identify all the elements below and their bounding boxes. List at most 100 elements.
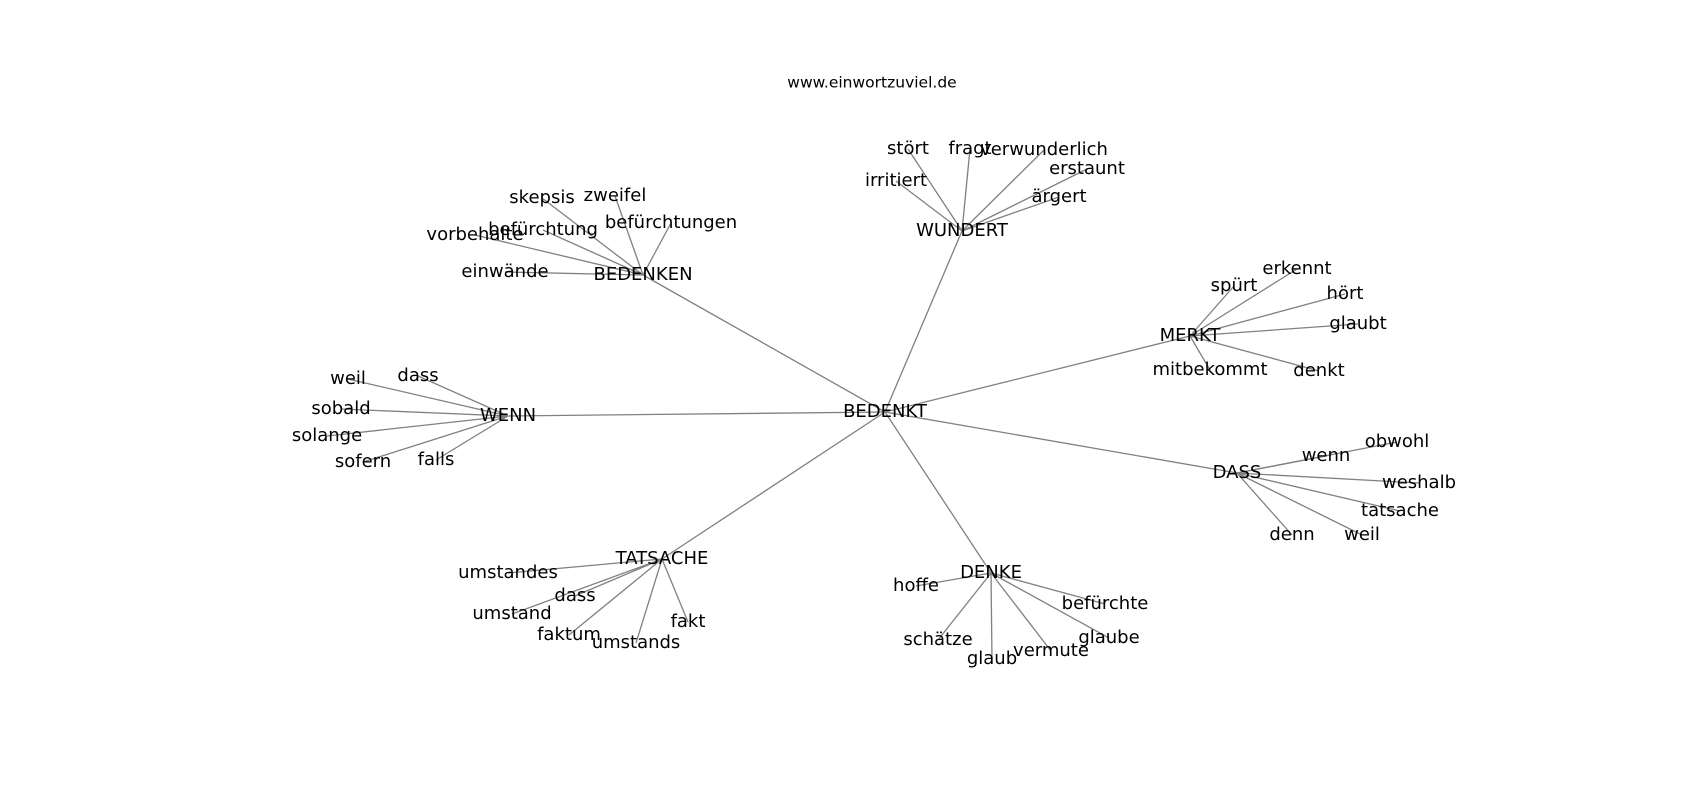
hub-node-label: TATSACHE (615, 548, 709, 569)
edge-denke-6-schaetze-4 (937, 572, 992, 641)
edge-root-wundert-0 (884, 230, 963, 413)
leaf-node-label: einwände (461, 261, 548, 282)
leaf-node-label: umstands (592, 632, 681, 653)
edge-tatsache-5-dass-1 (574, 558, 663, 597)
edge-merkt-2-denkt-5 (1189, 335, 1320, 372)
edges-layer (326, 148, 1420, 660)
leaf-node-label: irritiert (865, 170, 927, 191)
leaf-node-label: dass (397, 365, 438, 386)
edge-bedenken-1-einwaende-5 (504, 271, 644, 276)
edge-root-wenn-3 (507, 411, 886, 417)
leaf-node-label: denkt (1293, 360, 1344, 381)
leaf-node-label: spürt (1211, 275, 1258, 296)
leaf-node-label: vorbehalte (426, 224, 523, 245)
edge-wenn-3-weil-0 (347, 378, 509, 417)
leaf-node-label: befürchte (1062, 593, 1149, 614)
edge-merkt-2-mitbekommt-4 (1189, 335, 1211, 371)
edge-wenn-3-solange-3 (326, 415, 509, 437)
leaf-node-label: wenn (1302, 445, 1351, 466)
leaf-node-label: skepsis (509, 187, 574, 208)
edge-wundert-0-verwunderlich-2 (961, 149, 1045, 232)
labels-layer: www.einwortzuviel.de BEDENKT WUNDERT stört… (292, 74, 1456, 670)
edge-dass-4-wenn-1 (1236, 455, 1327, 474)
edge-denke-6-vermute-3 (990, 572, 1052, 652)
leaf-node-label: schätze (903, 629, 972, 650)
leaf-node-label: glaubt (1329, 313, 1386, 334)
leaf-node-label: stört (887, 138, 929, 159)
leaf-node-label: erstaunt (1049, 158, 1125, 179)
edge-merkt-2-erkennt-0 (1189, 268, 1298, 337)
edge-wenn-3-falls-5 (435, 415, 509, 461)
leaf-node-label: umstandes (458, 562, 558, 583)
leaf-node-label: befürchtung (488, 219, 598, 240)
leaf-node-label: weil (330, 368, 366, 389)
leaf-node-label: mitbekommt (1152, 359, 1267, 380)
leaf-node-label: hoffe (893, 575, 939, 596)
hub-node-label: DENKE (960, 562, 1022, 583)
edge-root-dass-4 (884, 411, 1238, 474)
edge-wenn-3-dass-1 (417, 375, 509, 417)
edge-wenn-3-sobald-2 (340, 408, 509, 417)
edge-dass-4-weshalb-2 (1236, 472, 1420, 484)
edge-tatsache-5-fakt-5 (661, 558, 689, 623)
edge-tatsache-5-umstand-2 (511, 558, 663, 615)
edge-wundert-0-irritiert-4 (895, 180, 963, 232)
leaf-node-label: denn (1269, 524, 1314, 545)
edge-dass-4-weil-5 (1236, 472, 1363, 536)
edge-root-bedenken-1 (642, 274, 886, 413)
leaf-node-label: hört (1327, 283, 1364, 304)
edge-dass-4-tatsache-3 (1236, 472, 1401, 512)
edge-wundert-0-aergert-5 (961, 196, 1060, 232)
leaf-node-label: ärgert (1031, 186, 1086, 207)
leaf-node-label: tatsache (1361, 500, 1439, 521)
hub-node-label: WUNDERT (916, 220, 1009, 241)
edge-denke-6-glaube-2 (990, 572, 1110, 639)
leaf-node-label: sobald (311, 398, 370, 419)
leaf-node-label: glaub (967, 648, 1017, 669)
edge-denke-6-glaub-5 (990, 572, 993, 660)
leaf-node-label: weil (1344, 524, 1380, 545)
edge-wundert-0-stoert-0 (907, 148, 963, 232)
leaf-node-label: weshalb (1382, 472, 1456, 493)
edge-wenn-3-sofern-4 (362, 415, 509, 463)
edge-tatsache-5-umstandes-0 (507, 558, 663, 574)
edge-merkt-2-glaubt-3 (1189, 323, 1359, 337)
edge-bedenken-1-vorbehalte-4 (474, 234, 644, 276)
edge-root-merkt-2 (884, 335, 1191, 413)
edge-dass-4-denn-4 (1236, 472, 1293, 536)
leaf-node-label: fragt (948, 138, 991, 159)
edge-bedenken-1-skepsis-0 (541, 197, 644, 276)
edge-merkt-2-hoert-2 (1189, 293, 1346, 337)
edge-bedenken-1-befuerchtungen-3 (642, 222, 672, 276)
leaf-node-label: sofern (335, 451, 391, 472)
edge-tatsache-5-umstands-4 (635, 558, 663, 644)
edge-wundert-0-fragt-1 (961, 148, 971, 232)
edge-tatsache-5-faktum-3 (568, 558, 663, 636)
root-node-label: BEDENKT (843, 401, 928, 422)
hub-node-label: MERKT (1160, 325, 1222, 346)
leaf-node-label: verwunderlich (980, 139, 1108, 160)
leaf-node-label: zweifel (584, 185, 647, 206)
edge-bedenken-1-zweifel-1 (614, 195, 644, 276)
site-title: www.einwortzuviel.de (787, 74, 956, 92)
leaf-node-label: solange (292, 425, 362, 446)
leaf-node-label: faktum (537, 624, 601, 645)
edge-denke-6-hoffe-0 (915, 572, 992, 587)
leaf-node-label: glaube (1078, 627, 1139, 648)
leaf-node-label: dass (554, 585, 595, 606)
edge-denke-6-befuerchte-1 (990, 572, 1106, 605)
edge-merkt-2-spuert-1 (1189, 285, 1235, 337)
hub-node-label: BEDENKEN (593, 264, 692, 285)
edge-root-denke-6 (884, 411, 992, 574)
leaf-node-label: umstand (472, 603, 551, 624)
leaf-node-label: vermute (1013, 640, 1089, 661)
leaf-node-label: befürchtungen (605, 212, 737, 233)
hub-node-label: WENN (480, 405, 536, 426)
leaf-node-label: fakt (671, 611, 706, 632)
leaf-node-label: obwohl (1365, 431, 1430, 452)
edge-bedenken-1-befuerchtung-2 (542, 229, 644, 276)
edge-root-tatsache-5 (661, 411, 886, 560)
hub-node-label: DASS (1213, 462, 1262, 483)
edge-wundert-0-erstaunt-3 (961, 168, 1088, 232)
